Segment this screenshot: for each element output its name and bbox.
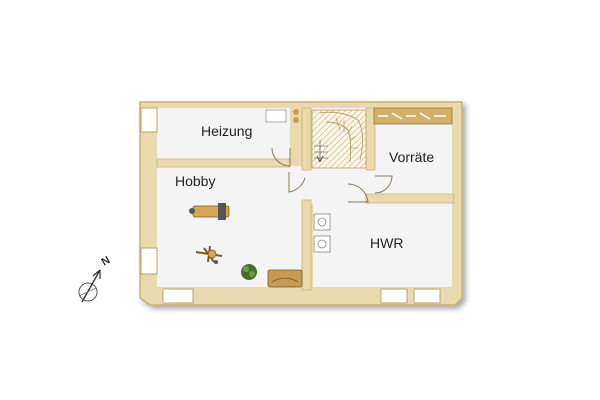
room-label-heizung: Heizung xyxy=(201,123,252,139)
door-vorraete xyxy=(374,175,393,194)
compass-north-icon: N xyxy=(78,254,113,303)
window-left-top xyxy=(140,107,158,133)
door-hobby xyxy=(288,172,306,193)
washer-icon xyxy=(313,213,331,231)
window-left-bottom xyxy=(140,247,158,275)
room-label-hwr: HWR xyxy=(370,235,403,251)
exercise-bench-icon xyxy=(189,203,230,220)
room-label-hobby: Hobby xyxy=(175,173,215,189)
door-heizung xyxy=(271,147,291,167)
box-icon xyxy=(267,269,303,288)
dryer-icon xyxy=(313,235,331,253)
hall-floor xyxy=(305,170,374,204)
shelf-icon xyxy=(373,107,453,125)
door-hwr xyxy=(347,183,369,203)
doors xyxy=(271,147,393,203)
hwr-floor xyxy=(313,202,452,287)
window-bottom-right-1 xyxy=(380,288,408,304)
window-bottom-right-2 xyxy=(413,288,441,304)
exercise-bike-icon xyxy=(195,245,223,264)
hobby-floor xyxy=(157,166,305,287)
plant-icon xyxy=(241,264,257,280)
boiler-icon xyxy=(265,109,299,123)
interior-walls xyxy=(156,107,455,291)
compass-north-label: N xyxy=(100,254,113,268)
window-bottom-left xyxy=(162,288,194,304)
room-label-vorraete: Vorräte xyxy=(389,149,434,165)
windows xyxy=(140,107,441,304)
staircase-icon xyxy=(311,109,367,169)
